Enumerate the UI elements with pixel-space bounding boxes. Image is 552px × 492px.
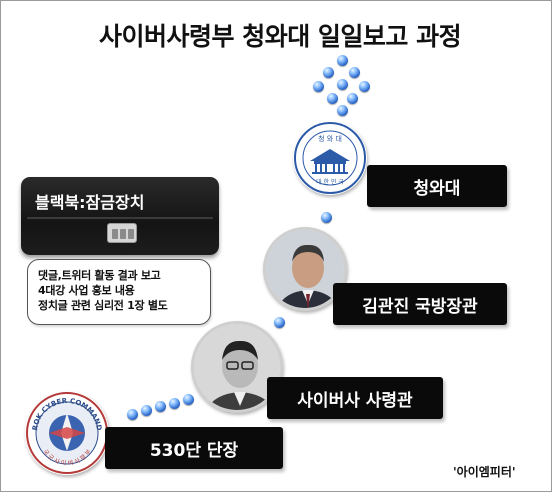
connector-dot bbox=[183, 394, 194, 405]
connector-dot bbox=[337, 105, 348, 116]
blue-house-seal-top-text: 청 와 대 bbox=[318, 134, 342, 143]
step-label-minister: 김관진 국방장관 bbox=[362, 296, 478, 317]
connector-dot bbox=[337, 55, 348, 66]
connector-dot bbox=[321, 212, 332, 223]
person-portrait-icon bbox=[266, 230, 344, 308]
connector-dot bbox=[169, 398, 180, 409]
blackbook-note: 댓글,트위터 활동 결과 보고 4대강 사업 홍보 내용 정치글 관련 심리전 … bbox=[27, 259, 211, 325]
connector-dot bbox=[347, 93, 358, 104]
note-line: 정치글 관련 심리전 1장 별도 bbox=[38, 299, 168, 312]
blue-house-seal-bottom-text: 대 한 민 국 bbox=[316, 178, 344, 186]
cyber-command-seal: ROK CYBER COMMAND 국 군 사 이 버 사 령 부 bbox=[25, 391, 109, 475]
step-label-unit-chief: 530단 단장 bbox=[149, 440, 239, 461]
blackbook-case: 블랙북:잠금장치 bbox=[21, 177, 219, 255]
connector-dot bbox=[337, 79, 348, 90]
step-box-blue-house: 청와대 bbox=[367, 165, 507, 207]
connector-dot bbox=[327, 93, 338, 104]
blue-house-emblem-icon: 청 와 대 대 한 민 국 bbox=[294, 122, 366, 194]
note-line: 댓글,트위터 활동 결과 보고 bbox=[38, 269, 161, 282]
step-label-commander: 사이버사 사령관 bbox=[297, 390, 413, 411]
connector-dot bbox=[323, 67, 334, 78]
connector-dot bbox=[313, 81, 324, 92]
connector-dot bbox=[359, 81, 370, 92]
step-box-unit-chief: 530단 단장 bbox=[105, 427, 283, 469]
person-portrait-icon bbox=[194, 324, 280, 410]
connector-dot bbox=[274, 317, 285, 328]
combination-lock-icon bbox=[107, 223, 137, 243]
zipper-line bbox=[27, 217, 213, 219]
blackbook-label: 블랙북:잠금장치 bbox=[35, 193, 145, 212]
source-credit: '아이엠피터' bbox=[453, 465, 516, 479]
blue-house-seal: 청 와 대 대 한 민 국 bbox=[293, 121, 367, 195]
diagram-title: 사이버사령부 청와대 일일보고 과정 bbox=[99, 22, 462, 51]
step-box-commander: 사이버사 사령관 bbox=[267, 377, 443, 419]
step-box-minister: 김관진 국방장관 bbox=[333, 283, 507, 325]
note-line: 4대강 사업 홍보 내용 bbox=[38, 284, 135, 297]
cyber-command-emblem-icon: ROK CYBER COMMAND 국 군 사 이 버 사 령 부 bbox=[26, 392, 108, 474]
step-label-blue-house: 청와대 bbox=[413, 178, 461, 199]
connector-dot bbox=[141, 405, 152, 416]
commander-photo bbox=[191, 321, 283, 413]
minister-photo bbox=[263, 227, 347, 311]
connector-dot bbox=[155, 401, 166, 412]
connector-dot bbox=[349, 67, 360, 78]
connector-dot bbox=[127, 409, 138, 420]
